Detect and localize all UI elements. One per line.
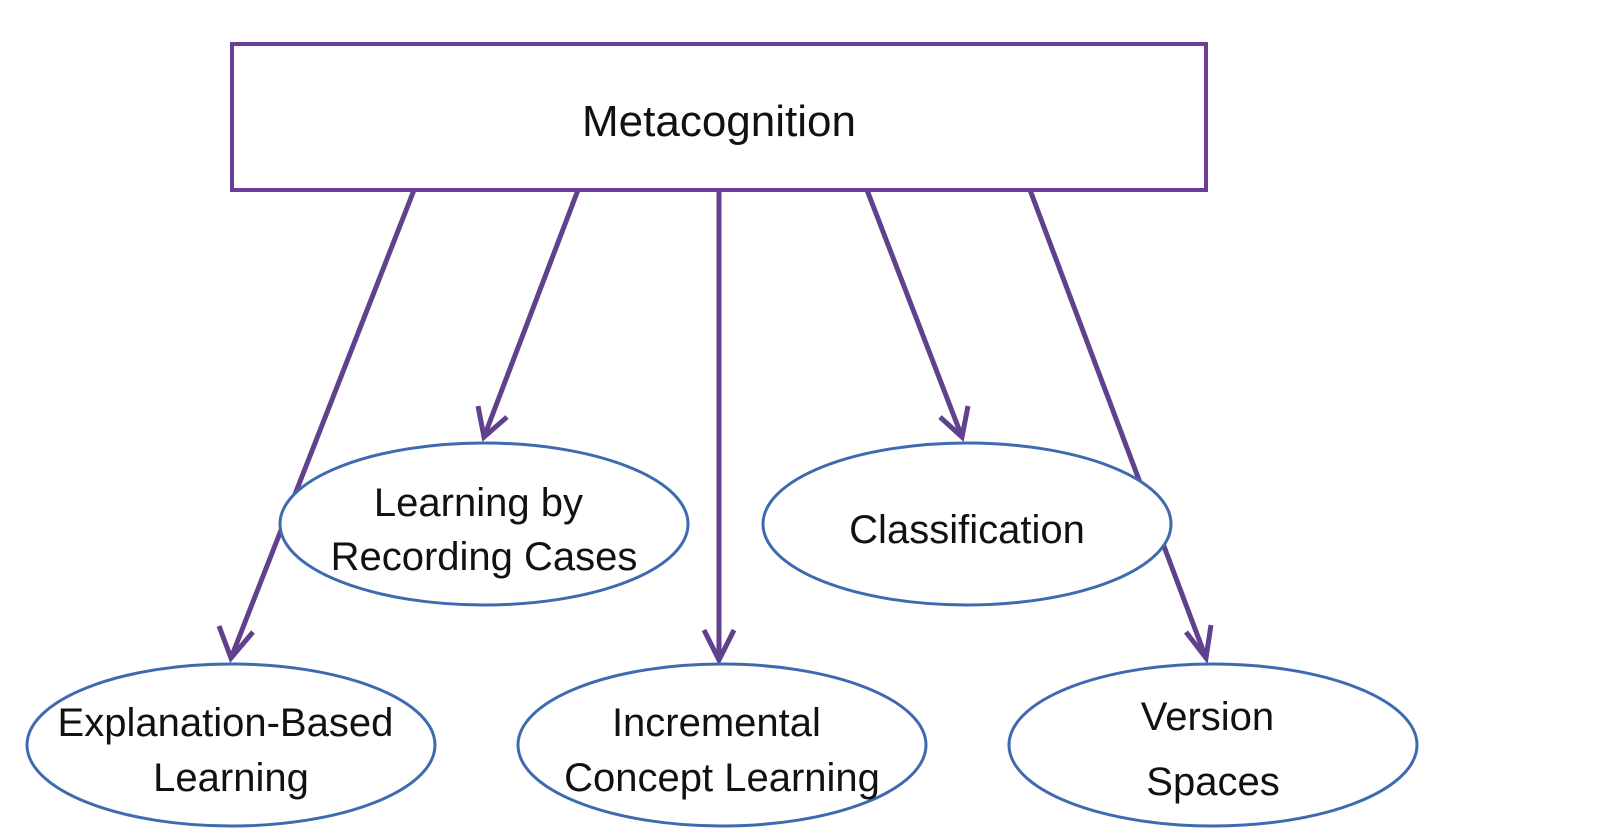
arrowhead-learning-by-recording-cases [475,405,509,442]
arrowhead-classification [938,405,971,442]
label-learning-by-recording-cases-line1: Learning by [374,481,583,525]
label-incremental-concept-learning: Incremental Concept Learning [564,701,880,800]
ellipse-explanation-based-learning [25,662,437,828]
root-box [230,42,1208,192]
label-classification: Classification [849,508,1085,552]
node-incremental-concept-learning: Incremental Concept Learning [516,662,928,828]
node-classification: Classification [761,441,1173,607]
label-incremental-concept-learning-line1: Incremental [612,701,821,745]
ellipse-learning-by-recording-cases [278,441,690,607]
arrowhead-version-spaces [1184,624,1214,665]
label-version-spaces-line2: Spaces [1146,760,1279,804]
ellipse-version-spaces [1007,662,1419,828]
node-explanation-based-learning: Explanation-Based Learning [25,662,437,828]
root-node: Metacognition [230,42,1208,192]
ellipse-incremental-concept-learning [516,662,928,828]
label-explanation-based-learning: Explanation-Based Learning [58,701,405,800]
label-version-spaces-line1: Version [1141,695,1274,739]
edge-to-version-spaces [1027,189,1209,659]
label-explanation-based-learning-line2: Learning [153,756,309,800]
label-version-spaces: Version Spaces [1141,695,1286,804]
edge-to-learning-by-recording-cases [481,189,581,438]
edges [216,189,1214,666]
label-incremental-concept-learning-line2: Concept Learning [564,756,880,800]
edge-to-classification [864,189,965,438]
node-learning-by-recording-cases: Learning by Recording Cases [278,441,690,607]
label-learning-by-recording-cases: Learning by Recording Cases [331,481,638,579]
root-label: Metacognition [582,97,856,146]
label-learning-by-recording-cases-line2: Recording Cases [331,535,638,579]
arrowhead-incremental-concept-learning [701,628,737,666]
label-explanation-based-learning-line1: Explanation-Based [58,701,394,745]
edge-to-explanation-based-learning [228,189,417,659]
node-version-spaces: Version Spaces [1007,662,1419,828]
arrowhead-explanation-based-learning [216,625,255,663]
ellipse-classification [761,441,1173,607]
